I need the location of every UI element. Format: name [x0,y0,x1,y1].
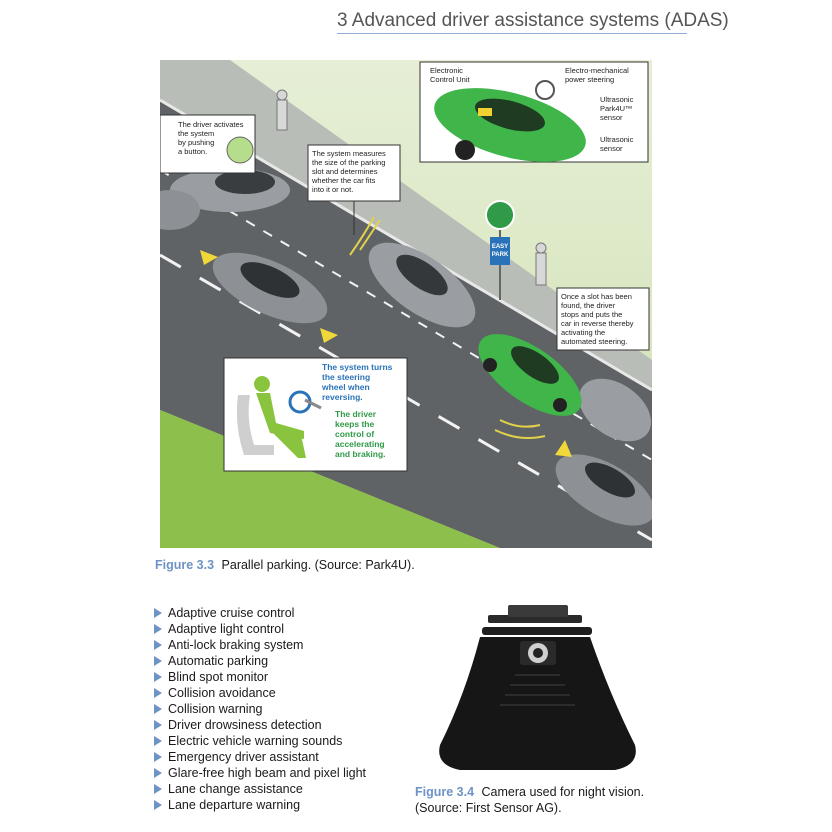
bullet-triangle-icon [154,768,162,778]
bullet-triangle-icon [154,656,162,666]
slot-line-3: stops and puts the [561,310,622,319]
camera-hood [439,637,636,770]
parked-car-gray-2 [368,242,476,328]
bullet-triangle-icon [154,672,162,682]
pedestrian-left [276,89,288,131]
activate-line-2: the system [178,129,214,138]
far-car-gray [160,190,200,230]
slot-line-5: activating the [561,328,605,337]
steer-green-5: and braking. [335,449,386,459]
list-item: Blind spot monitor [154,669,366,685]
parked-car-gray-1 [170,168,290,212]
steer-green-3: control of [335,429,374,439]
measure-line-4: whether the car fits [311,176,376,185]
moving-car-gray-2 [555,454,652,526]
slot-line-2: found, the driver [561,301,616,310]
list-item: Driver drowsiness detection [154,717,366,733]
sign-text-1: EASY [492,244,508,250]
list-item: Anti-lock braking system [154,637,366,653]
list-item: Collision warning [154,701,366,717]
inset-car-components: Electronic Control Unit Electro-mechanic… [419,61,649,163]
measure-line-1: The system measures [312,149,386,158]
bullet-triangle-icon [154,736,162,746]
steer-blue-2: the steering [322,372,370,382]
steer-green-2: keeps the [335,419,374,429]
bullet-triangle-icon [154,688,162,698]
list-item: Lane departure warning [154,797,366,813]
steer-blue-3: wheel when [321,382,370,392]
sensor-waves [349,216,546,439]
parallel-parking-illustration: EASY PARK The driver activates the syste… [160,60,652,548]
pedestrian-right [535,242,547,286]
green-car-reversing [478,334,582,416]
measure-line-5: into it or not. [312,185,353,194]
bullet-triangle-icon [154,784,162,794]
steer-green-1: The driver [335,409,377,419]
list-item: Emergency driver assistant [154,749,366,765]
activate-line-4: a button. [178,147,207,156]
callout-slot-found: Once a slot has been found, the driver s… [556,287,650,351]
moving-car-gray [212,252,328,324]
figure-3-4-caption: Figure 3.4 Camera used for night vision.… [415,784,644,816]
list-item: Electric vehicle warning sounds [154,733,366,749]
list-item: Adaptive cruise control [154,605,366,621]
list-item: Lane change assistance [154,781,366,797]
list-item: Collision avoidance [154,685,366,701]
figure-3-4-caption-line1: Camera used for night vision. [481,785,645,799]
callout-system-measures: The system measures the size of the park… [307,144,401,235]
figure-3-3-label: Figure 3.3 [155,558,215,572]
figure-3-3-caption: Figure 3.3 Parallel parking. (Source: Pa… [155,557,415,573]
list-item: Automatic parking [154,653,366,669]
slot-line-1: Once a slot has been [561,292,632,301]
park4u-label-3: sensor [600,113,623,122]
steer-blue-1: The system turns [322,362,393,372]
figure-3-3-caption-text: Parallel parking. (Source: Park4U). [221,558,415,572]
figure-3-4-label: Figure 3.4 [415,785,475,799]
measure-line-3: slot and determines [312,167,378,176]
bullet-triangle-icon [154,624,162,634]
direction-arrows [200,250,572,457]
steering-label-2: power steering [565,75,614,84]
bullet-triangle-icon [154,752,162,762]
callout-driver-activates: The driver activates the system by pushi… [160,114,256,174]
park4u-label-1: Ultrasonic [600,95,634,104]
activate-line-3: by pushing [178,138,214,147]
parked-car-gray-3 [578,378,652,442]
easy-park-sign: EASY PARK [485,200,515,300]
list-item: Glare-free high beam and pixel light [154,765,366,781]
bullet-triangle-icon [154,720,162,730]
steer-blue-4: reversing. [322,392,363,402]
slot-line-6: automated steering. [561,337,627,346]
header-rule [337,33,687,34]
list-item: Adaptive light control [154,621,366,637]
bullet-triangle-icon [154,608,162,618]
steer-green-4: accelerating [335,439,385,449]
slot-line-4: car in reverse thereby [561,319,634,328]
page-header-title: 3 Advanced driver assistance systems (AD… [337,10,729,31]
night-vision-camera-image [420,605,650,780]
ecu-label-2: Control Unit [430,75,471,84]
activate-line-1: The driver activates [178,120,244,129]
measure-line-2: the size of the parking [312,158,385,167]
steering-label-1: Electro-mechanical [565,66,629,75]
ecu-label-1: Electronic [430,66,463,75]
bullet-triangle-icon [154,800,162,810]
park4u-label-2: Park4U™ [600,104,633,113]
bullet-triangle-icon [154,640,162,650]
ultrasonic-label-2: sensor [600,144,623,153]
sign-text-2: PARK [492,252,509,258]
ultrasonic-label-1: Ultrasonic [600,135,634,144]
inset-driver-steering: The system turns the steering wheel when… [223,357,408,472]
adas-feature-list: Adaptive cruise control Adaptive light c… [154,605,366,813]
bullet-triangle-icon [154,704,162,714]
figure-3-4-caption-line2: (Source: First Sensor AG). [415,801,562,815]
